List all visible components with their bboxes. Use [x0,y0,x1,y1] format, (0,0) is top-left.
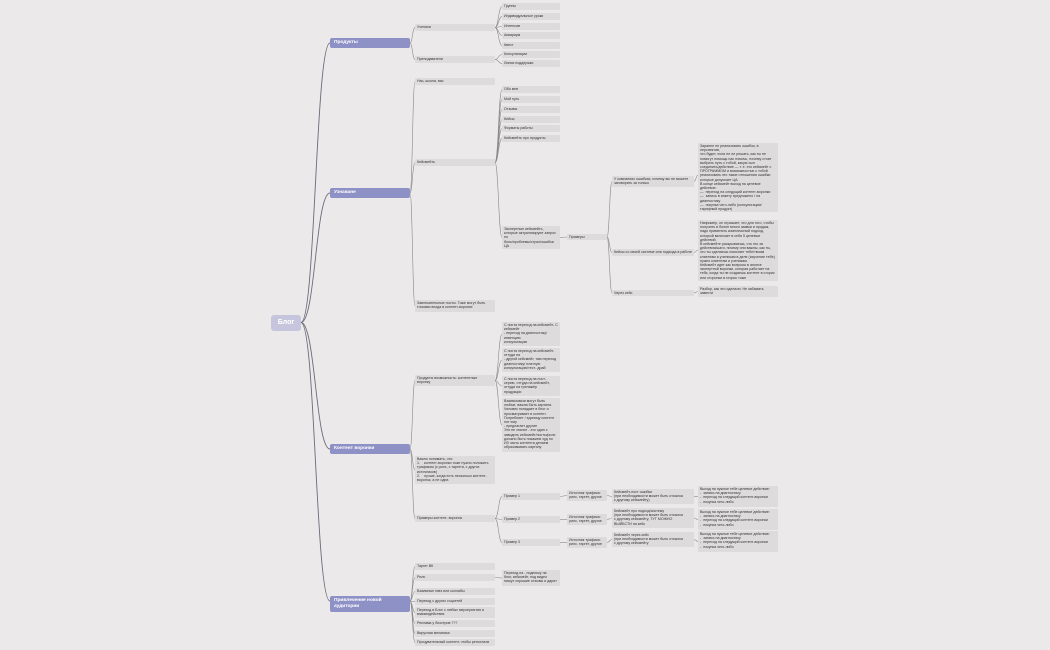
connector-n3c-n3c2 [494,518,503,520]
topic-node-n3c[interactable]: Примеры контент- воронок [415,515,495,522]
topic-node-n3a3[interactable]: С поста переход на пост- серию, оттуда н… [502,376,560,396]
connector-n3a-n3a3 [494,380,503,387]
topic-node-n3c1[interactable]: Пример 1 [502,493,560,500]
topic-node-n2b3[interactable]: Отзывы [502,106,560,113]
connector-n2-n2a [409,81,416,194]
topic-node-n2b7a3[interactable]: Через кейс [612,290,694,297]
topic-node-n2a[interactable]: Нас, школа, вас [415,78,495,85]
main-topic-n1[interactable]: Продукты [330,38,410,48]
topic-node-n3c3a1[interactable]: Кейсмейт через кейс (при необходимости м… [612,532,694,547]
topic-node-n2b7[interactable]: Экспертные кейсмейть, которые актуализир… [502,226,560,250]
topic-node-n3a4[interactable]: Взаимосвязи могут быть любые, важна быть… [502,398,560,452]
connector-n2b7-n2b7a [559,236,568,238]
topic-node-n2b7a1[interactable]: У компаниях ошибках, почему вы не можете… [612,176,694,187]
connector-n4b-n4b1 [494,577,503,579]
connector-n1a-n1a1 [494,6,503,28]
connector-root-n3 [300,322,331,450]
connector-n1a-n1a2 [494,16,503,28]
topic-node-n2b7a[interactable]: Примеры [567,234,607,241]
topic-node-n2b5[interactable]: Форматы работы [502,125,560,132]
topic-node-n2b1[interactable]: Обо мне [502,86,560,93]
connector-root-n1 [300,42,331,323]
topic-node-n4c[interactable]: Взаимные гивэ или коллабы [415,588,495,595]
connector-n3c1-n3c1a [559,495,568,497]
topic-node-n1a1[interactable]: Группы [502,3,560,10]
connector-n2b-n2b2 [494,99,503,163]
connector-n1a-n1a5 [494,27,503,46]
root-topic[interactable]: Блог [271,315,301,331]
connector-n1a-n1a4 [494,27,503,36]
topic-node-n3c1a[interactable]: Источник трафика: рилс, таргет, другое [567,490,607,501]
topic-node-n3a2[interactable]: С поста переход на кейсмейт- оттуда на -… [502,348,560,372]
topic-node-n3b[interactable]: Важно понимать, что: 1. контент-воронки … [415,456,495,484]
topic-node-n3c2a1a[interactable]: Выход на нужное тебе целевое действие: -… [698,509,778,530]
connector-n3c-n3c3 [494,518,503,543]
topic-node-n3c2[interactable]: Пример 2 [502,516,560,523]
topic-node-n1b2[interactable]: Линия поддержки [502,60,560,67]
topic-node-n1b1[interactable]: Консультации [502,51,560,58]
topic-node-n1a4[interactable]: Аквариум [502,32,560,39]
topic-node-n2b6[interactable]: Кейсмейть про продукты [502,135,560,142]
topic-node-n1a5[interactable]: Квест [502,42,560,49]
topic-node-n3c3[interactable]: Пример 3 [502,539,560,546]
connector-n2b7a-n2b7a1 [606,181,613,238]
topic-node-n2b4[interactable]: Кейсы [502,116,560,123]
connector-n2-n2c [409,192,416,307]
connector-n1b-n1b2 [494,59,503,64]
topic-node-n4d[interactable]: Переход с других соцсетей [415,598,495,605]
connector-n2b-n2b7 [494,162,503,238]
connector-n2b-n2b6 [494,138,503,163]
topic-node-n2b7a2[interactable]: Кейсы со своей системе или подхода в раб… [612,249,694,256]
connector-n1a-n1a3 [494,26,503,28]
connector-n4-n4a [409,566,416,602]
connector-n2b-n2b4 [494,119,503,163]
main-topic-n4[interactable]: Привлечение новой аудитории [330,596,410,612]
topic-node-n4b[interactable]: Рилс [415,574,495,581]
connector-n3a-n3a4 [494,380,503,426]
connector-n2-n2b [409,162,416,194]
topic-node-n3c2a[interactable]: Источник трафика: рилс, таргет, другое [567,514,607,525]
topic-node-n2b2[interactable]: Мой путь [502,96,560,103]
topic-node-n4b1[interactable]: Переход на - подписку на блог, кейсмейт,… [502,570,560,586]
topic-node-n1a2[interactable]: Индивидуальные уроки [502,13,560,20]
connector-n3a-n3a2 [494,359,503,381]
topic-node-n4a[interactable]: Таргет ВК [415,563,495,570]
topic-node-n1a3[interactable]: Интенсив [502,23,560,30]
topic-node-n3c3a1a[interactable]: Выход на нужное тебе целевое действие: -… [698,531,778,552]
topic-node-n3c1a1a[interactable]: Выход на нужное тебе целевое действие: -… [698,486,778,507]
topic-node-n4e[interactable]: Переход в Блог с любых мероприятия и вза… [415,607,495,618]
main-topic-n2[interactable]: Узнаване [330,188,410,198]
topic-node-n4h[interactable]: Процувательный контент, чтобы репостили [415,639,495,646]
topic-node-n2b[interactable]: Кейсмейть [415,159,495,166]
topic-node-n3c1a1[interactable]: Кейсмейт-пост ошибки (при необходимости … [612,489,694,504]
connector-n3a-n3a1 [494,333,503,381]
connector-root-n2 [300,192,331,323]
topic-node-n2c[interactable]: Завлекательные посты. Тоже могут быть то… [415,300,495,312]
connector-n3-n3a [409,380,416,450]
topic-node-n3c2a1[interactable]: Кейсмейт про подход/систему (при необход… [612,508,694,528]
topic-node-n4g[interactable]: Вирусная механика [415,630,495,637]
topic-node-n1a[interactable]: Ученики [415,24,495,31]
topic-node-n3a1[interactable]: С поста переход на кейсмейт- С кейсмейт … [502,322,560,346]
topic-node-n1b[interactable]: Преподаватели [415,56,495,63]
topic-node-n2b7a2a[interactable]: Например, он отражает, что для того, что… [698,220,778,281]
topic-node-n4f[interactable]: Реклама у блогеров ??? [415,620,495,627]
connector-n1b-n1b1 [494,54,503,60]
topic-node-n2b7a3a[interactable]: Разбор, как это сделали. Не забывать зав… [698,286,778,297]
topic-node-n2b7a1a[interactable]: Заранее не реализовать ошибок, в перспек… [698,143,778,213]
connector-n2b-n2b3 [494,109,503,163]
connector-n3c-n3c1 [494,496,503,519]
connector-n2b-n2b5 [494,128,503,163]
connector-n2b7a-n2b7a3 [606,236,613,294]
connector-n2b-n2b1 [494,89,503,163]
connector-root-n4 [300,322,331,602]
main-topic-n3[interactable]: Контент воронки [330,444,410,454]
topic-node-n3c3a[interactable]: Источник трафика: рилс, таргет, другое [567,537,607,548]
topic-node-n3a[interactable]: Продукты возможность: контентные воронку [415,375,495,386]
